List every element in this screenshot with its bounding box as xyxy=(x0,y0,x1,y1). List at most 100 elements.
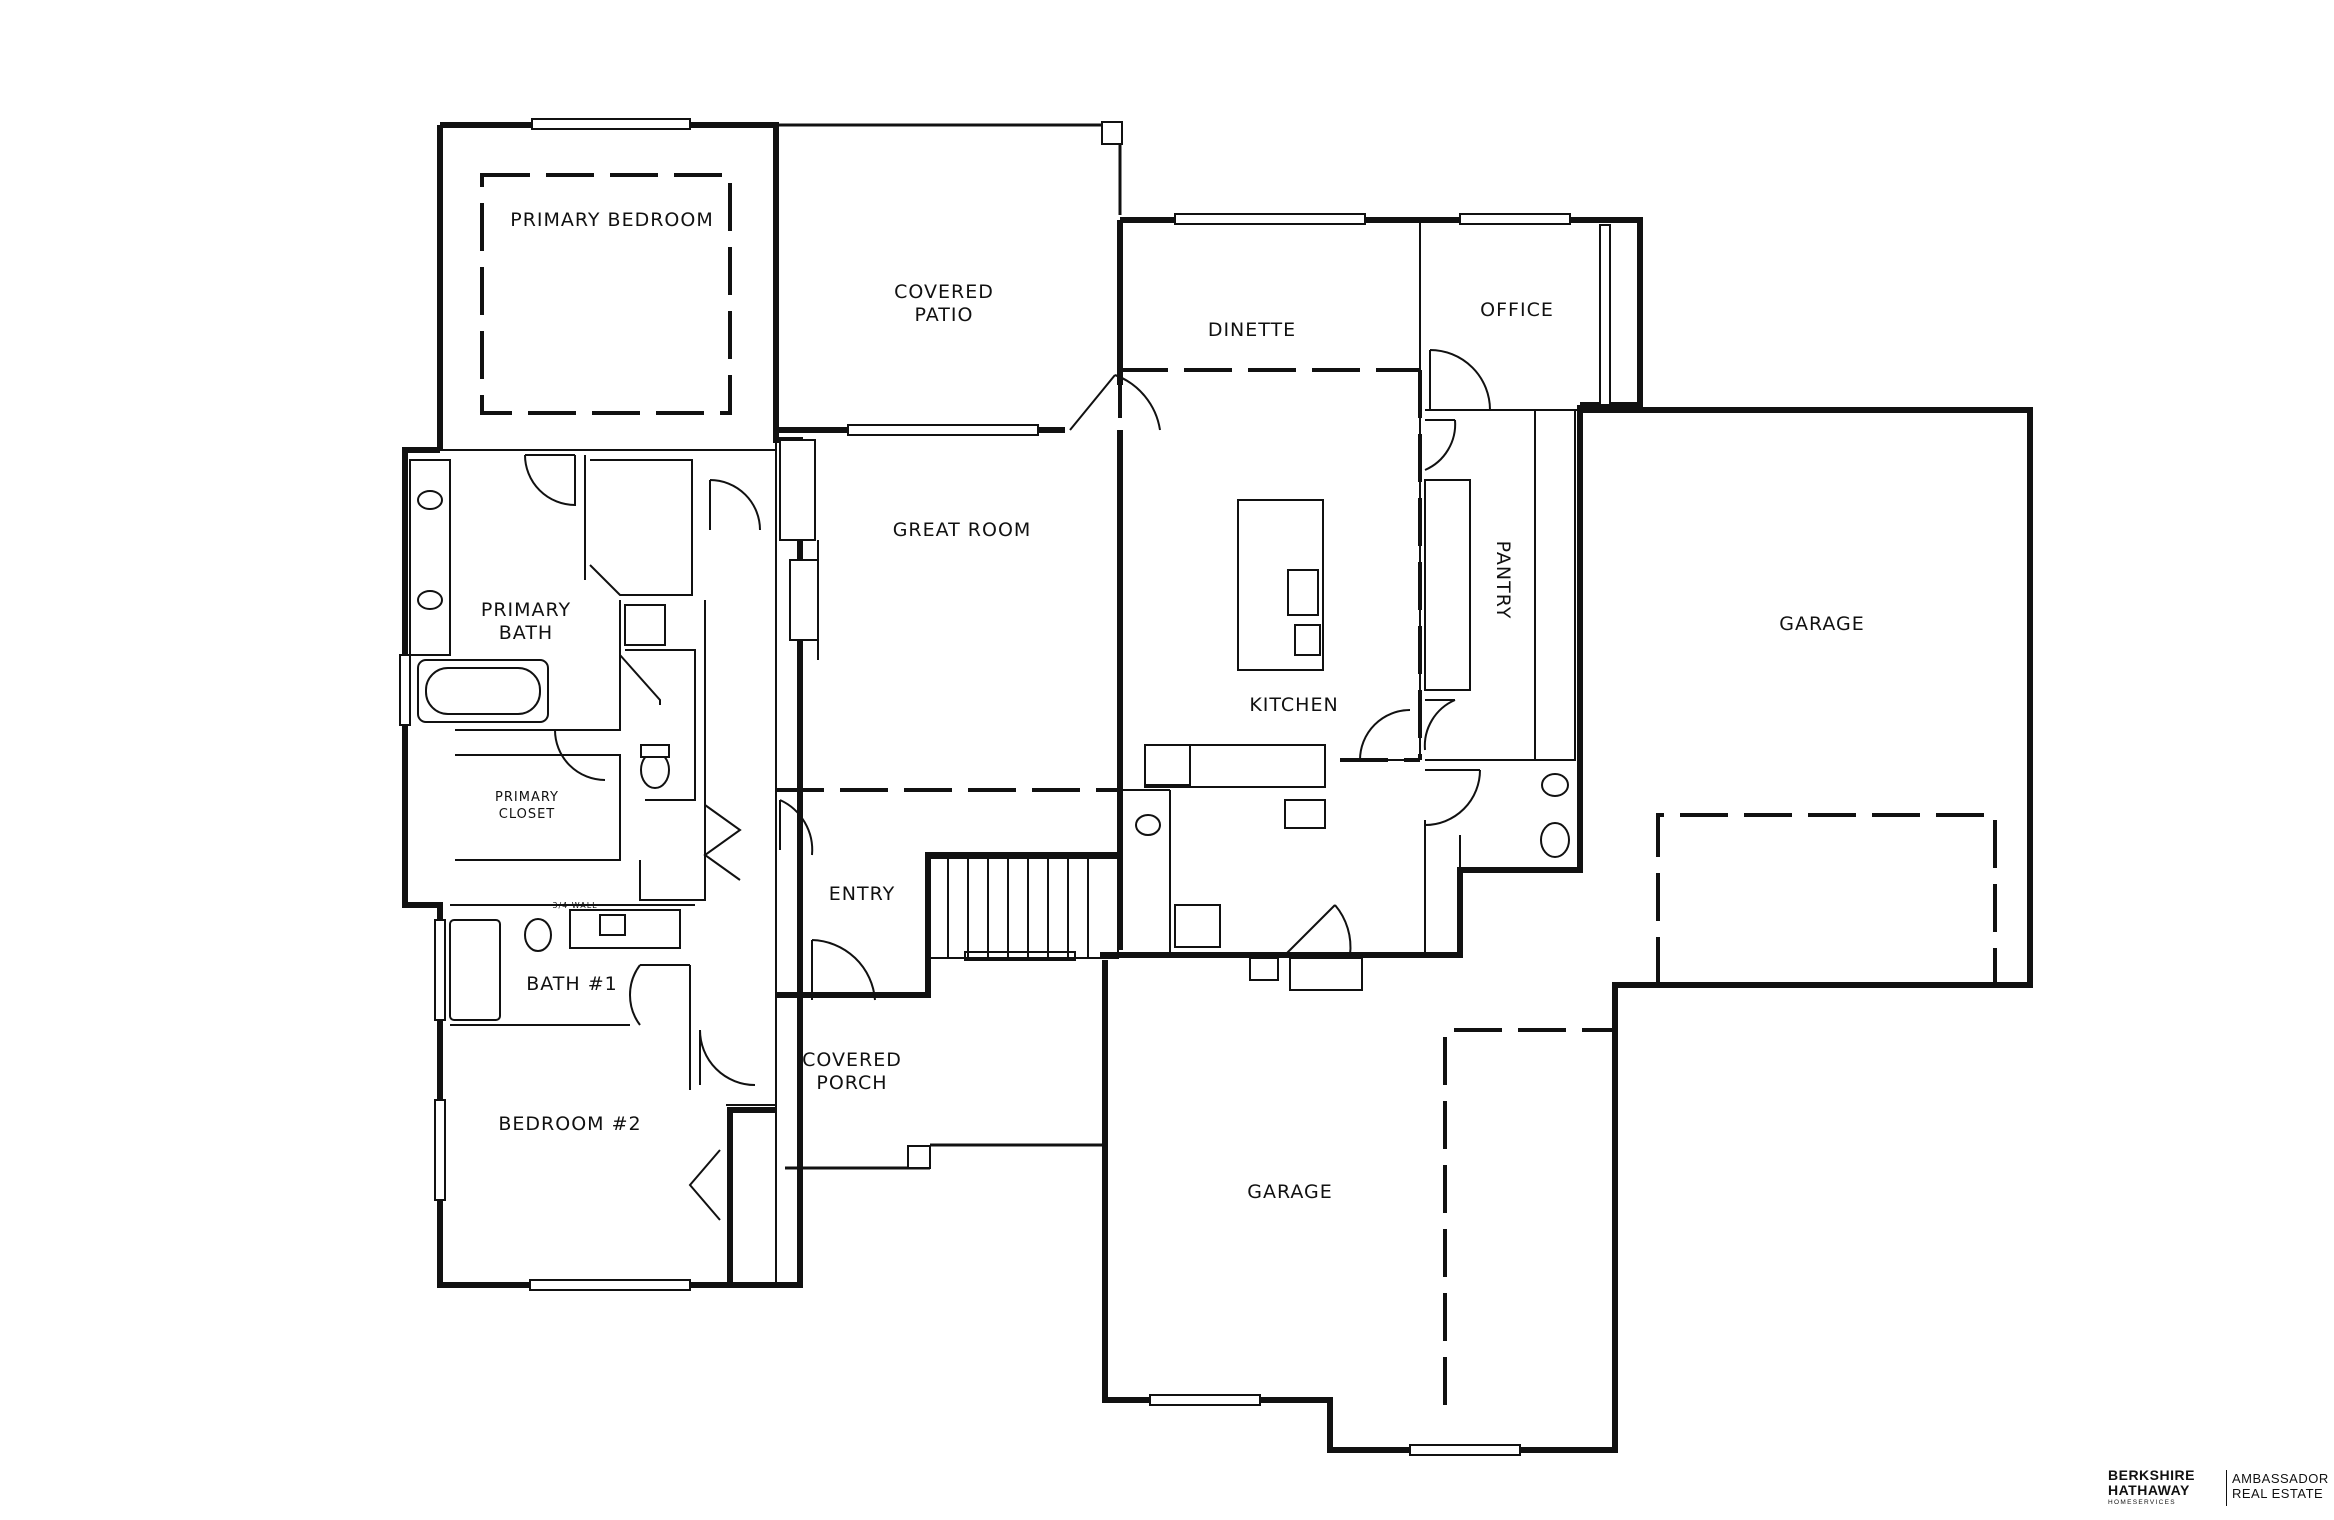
door-closet xyxy=(554,729,606,781)
meter xyxy=(1249,957,1279,981)
wall-bath-hall xyxy=(455,600,621,731)
label-garage-right: GARAGE xyxy=(1779,613,1865,635)
sink-primary-1 xyxy=(417,490,443,510)
window-bath-west xyxy=(399,654,411,726)
window-garage-front xyxy=(1149,1394,1261,1406)
label-covered-patio-2: PATIO xyxy=(915,304,974,326)
wall-east-kitchen xyxy=(1100,405,1583,958)
bench-garage xyxy=(1289,957,1363,991)
brokerage-logo: BERKSHIRE HATHAWAY HOMESERVICES AMBASSAD… xyxy=(2108,1468,2333,1516)
wall-closet xyxy=(455,754,621,861)
window-office-east xyxy=(1599,224,1611,406)
wall-patio xyxy=(776,123,1122,215)
fireplace xyxy=(789,559,819,641)
window-greatroom-west xyxy=(779,439,816,541)
door-front xyxy=(811,939,876,1001)
label-office: OFFICE xyxy=(1480,299,1554,321)
door-primary-bedroom xyxy=(524,454,576,507)
sink-bath1 xyxy=(599,914,626,936)
door-bath1 xyxy=(629,964,690,1026)
door-pantry-1 xyxy=(1424,419,1457,471)
logo-divider xyxy=(2226,1470,2227,1506)
label-pantry: PANTRY xyxy=(1492,541,1514,620)
sink-powder xyxy=(1541,773,1569,797)
counter-pantry xyxy=(1424,479,1471,691)
window-bath1-west xyxy=(434,919,446,1021)
label-primary-bedroom: PRIMARY BEDROOM xyxy=(510,209,713,231)
island-sink xyxy=(1287,569,1319,616)
wall-entry-south xyxy=(776,955,931,998)
door-hall-closet xyxy=(703,804,742,881)
label-bedroom-2: BEDROOM #2 xyxy=(498,1113,641,1135)
locker-mud xyxy=(1534,409,1576,761)
wall-wc xyxy=(625,649,696,801)
door-bedroom2-closet xyxy=(688,1149,721,1221)
window-office xyxy=(1459,213,1571,225)
label-garage-front: GARAGE xyxy=(1247,1181,1333,1203)
window-bedroom2-south xyxy=(529,1279,691,1291)
window-garage-front-2 xyxy=(1409,1444,1521,1456)
logo-line-3: HOMESERVICES xyxy=(2108,1499,2176,1506)
logo-brand: BERKSHIRE HATHAWAY HOMESERVICES xyxy=(2108,1468,2218,1507)
post-porch xyxy=(907,1145,931,1169)
label-kitchen: KITCHEN xyxy=(1249,694,1338,716)
sink-laundry xyxy=(1135,814,1161,836)
tub-bath1 xyxy=(449,919,501,1021)
label-covered-porch-1: COVERED xyxy=(802,1049,902,1071)
label-primary-closet-2: CLOSET xyxy=(499,807,556,822)
label-entry: ENTRY xyxy=(829,883,895,905)
door-bedroom2 xyxy=(699,1029,756,1086)
label-bath-1: BATH #1 xyxy=(526,973,618,995)
door-laundry xyxy=(1284,904,1352,956)
sink-primary-2 xyxy=(417,590,443,610)
door-pantry-2 xyxy=(1423,699,1456,751)
wall-dinette-north xyxy=(1120,217,1643,408)
wall-entry-front xyxy=(925,852,1120,955)
tub-primary-inner xyxy=(425,667,541,715)
label-primary-bath-1: PRIMARY xyxy=(481,599,571,621)
logo-line-2: HATHAWAY xyxy=(2108,1482,2190,1498)
logo-right-2: REAL ESTATE xyxy=(2232,1486,2324,1501)
door-patio xyxy=(1069,374,1161,431)
label-small-note: 3/4 WALL xyxy=(552,901,597,910)
toilet-bath1 xyxy=(524,918,552,952)
wall-primary-bedroom xyxy=(440,122,803,1288)
label-great-room: GREAT ROOM xyxy=(893,519,1032,541)
wall-bath-west xyxy=(402,447,730,1288)
island-dw xyxy=(1294,624,1321,656)
door-primary-hall xyxy=(709,479,761,531)
window-bedroom2-west xyxy=(434,1099,446,1201)
logo-right-1: AMBASSADOR xyxy=(2232,1471,2329,1486)
label-covered-patio-1: COVERED xyxy=(894,281,994,303)
ceiling-garage-front xyxy=(1443,1028,1615,1405)
fridge xyxy=(1144,744,1191,786)
label-primary-bath-2: BATH xyxy=(499,622,553,644)
ceiling-garage-right xyxy=(1656,813,1997,985)
wall-bedroom2-closet xyxy=(726,1104,777,1285)
door-powder xyxy=(1424,769,1481,826)
window-patio xyxy=(847,424,1039,436)
stairs xyxy=(927,857,1119,959)
logo-office: AMBASSADOR REAL ESTATE xyxy=(2232,1471,2329,1501)
door-wc xyxy=(619,654,661,705)
label-dinette: DINETTE xyxy=(1208,319,1296,341)
door-office xyxy=(1429,349,1491,411)
post-patio xyxy=(1101,121,1123,145)
vanity-primary xyxy=(409,459,451,656)
window-primary-bedroom xyxy=(531,118,691,130)
ceiling-primary-bedroom xyxy=(480,173,732,415)
wall-shower xyxy=(589,459,693,596)
toilet-powder xyxy=(1540,822,1570,858)
window-dinette xyxy=(1174,213,1366,225)
window-entry xyxy=(964,951,1076,961)
label-primary-closet-1: PRIMARY xyxy=(495,790,559,805)
washer xyxy=(1174,904,1221,948)
shower-bench xyxy=(624,604,666,646)
door-kitchen-hall xyxy=(1359,709,1411,761)
logo-line-1: BERKSHIRE xyxy=(2108,1467,2195,1483)
counter-mud xyxy=(1284,799,1326,829)
wall-hall-east xyxy=(639,600,706,901)
door-entry-closet xyxy=(779,799,814,856)
toilet-tank-primary xyxy=(640,744,670,758)
